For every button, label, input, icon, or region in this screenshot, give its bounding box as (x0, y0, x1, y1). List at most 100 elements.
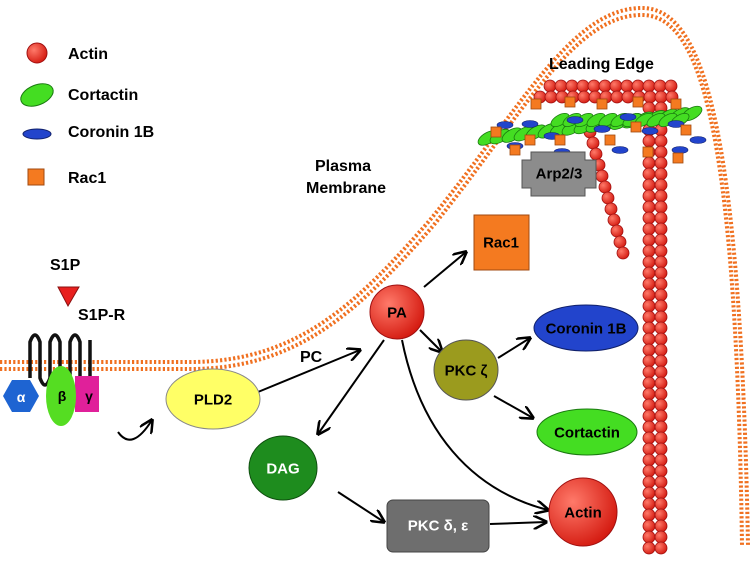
cortactin-bead (550, 112, 570, 128)
leading-edge-label: Leading Edge (549, 56, 654, 73)
actin-bead (642, 332, 656, 346)
actin-bead (577, 90, 591, 104)
rac1-marker (524, 134, 536, 146)
rac1-marker (554, 134, 566, 146)
actin-bead (642, 530, 656, 544)
node-pkc-delta-epsilon: PKC δ, ε (386, 499, 490, 553)
actin-bead (642, 541, 656, 555)
rac1-marker (632, 96, 644, 108)
actin-bead (642, 453, 656, 467)
actin-bead (654, 343, 668, 357)
arrow-gprotein-to-pld2 (117, 420, 152, 441)
g-beta-label: β (58, 388, 67, 404)
actin-bead (654, 222, 668, 236)
actin-bead (598, 180, 612, 194)
legend-actin-icon (26, 42, 48, 64)
rac1-marker (530, 98, 542, 110)
actin-bead (609, 79, 623, 93)
actin-bead (642, 200, 656, 214)
actin-bead (654, 497, 668, 511)
legend-coronin-icon (22, 128, 52, 140)
node-pkc-zeta: PKC ζ (433, 339, 499, 401)
coronin-node-label: Coronin 1B (546, 321, 627, 338)
actin-bead (654, 398, 668, 412)
actin-bead (642, 442, 656, 456)
actin-bead (642, 420, 656, 434)
arrow-dag-to-pkcde (337, 491, 384, 522)
rac1-markers (490, 96, 692, 164)
actin-bead (586, 136, 600, 150)
g-gamma-subunit (75, 376, 99, 412)
actin-bead (654, 387, 668, 401)
actin-bead (642, 277, 656, 291)
rac1-marker (670, 98, 682, 110)
actin-bead (654, 431, 668, 445)
actin-bead (642, 233, 656, 247)
actin-bead (642, 299, 656, 313)
actin-bead (642, 508, 656, 522)
coronin-bead (671, 146, 689, 154)
actin-bead (642, 156, 656, 170)
pkc-zeta-label: PKC ζ (445, 363, 488, 380)
actin-bead (642, 475, 656, 489)
actin-bead (654, 464, 668, 478)
actin-bead (654, 354, 668, 368)
legend-rac1-icon (27, 168, 45, 186)
actin-bead (610, 224, 624, 238)
actin-bead (654, 145, 668, 159)
actin-bead (654, 134, 668, 148)
actin-bead (554, 79, 568, 93)
g-alpha-label: α (17, 389, 26, 405)
actin-bead (642, 189, 656, 203)
dag-label: DAG (266, 461, 299, 478)
arrow-pa-to-dag (318, 339, 385, 434)
actin-bead (642, 376, 656, 390)
actin-bead (654, 475, 668, 489)
actin-bead (654, 420, 668, 434)
actin-filaments (533, 79, 679, 555)
cortactin-bead (586, 112, 606, 128)
arrow-pa-to-actin (401, 339, 548, 510)
actin-bead (654, 167, 668, 181)
rac1-marker (672, 152, 684, 164)
actin-bead (642, 134, 656, 148)
actin-bead (642, 222, 656, 236)
actin-bead (642, 167, 656, 181)
legend-coronin-label: Coronin 1B (68, 124, 154, 141)
legend-rac1-label: Rac1 (68, 170, 106, 187)
s1p-label: S1P (50, 257, 81, 274)
actin-bead (642, 497, 656, 511)
actin-bead (654, 266, 668, 280)
actin-bead (642, 266, 656, 280)
coronin-bead (611, 146, 629, 154)
arp23-label: Arp2/3 (536, 166, 583, 183)
plasma-label: Plasma (315, 158, 371, 175)
actin-bead (643, 90, 657, 104)
actin-bead (654, 233, 668, 247)
actin-bead (620, 79, 634, 93)
actin-bead (642, 310, 656, 324)
node-rac1: Rac1 (473, 214, 530, 271)
g-beta-subunit (46, 366, 76, 426)
actin-bead (642, 431, 656, 445)
rac1-node-label: Rac1 (483, 235, 519, 252)
g-alpha-subunit (3, 380, 39, 412)
coronin-bead (689, 136, 707, 144)
actin-bead (642, 486, 656, 500)
actin-bead (642, 519, 656, 533)
legend: Actin Cortactin Coronin 1B Rac1 (20, 42, 154, 187)
actin-bead (654, 90, 668, 104)
rac1-marker (490, 126, 502, 138)
rac1-marker (642, 146, 654, 158)
cortactin-bead (574, 112, 594, 128)
actin-bead (642, 178, 656, 192)
arp23-complex: Arp2/3 (521, 151, 597, 197)
node-pa: PA (369, 284, 425, 340)
actin-bead (642, 387, 656, 401)
actin-bead (565, 79, 579, 93)
cortactin-bead (646, 112, 666, 128)
actin-bead (601, 191, 615, 205)
coronin-bead (641, 127, 659, 135)
